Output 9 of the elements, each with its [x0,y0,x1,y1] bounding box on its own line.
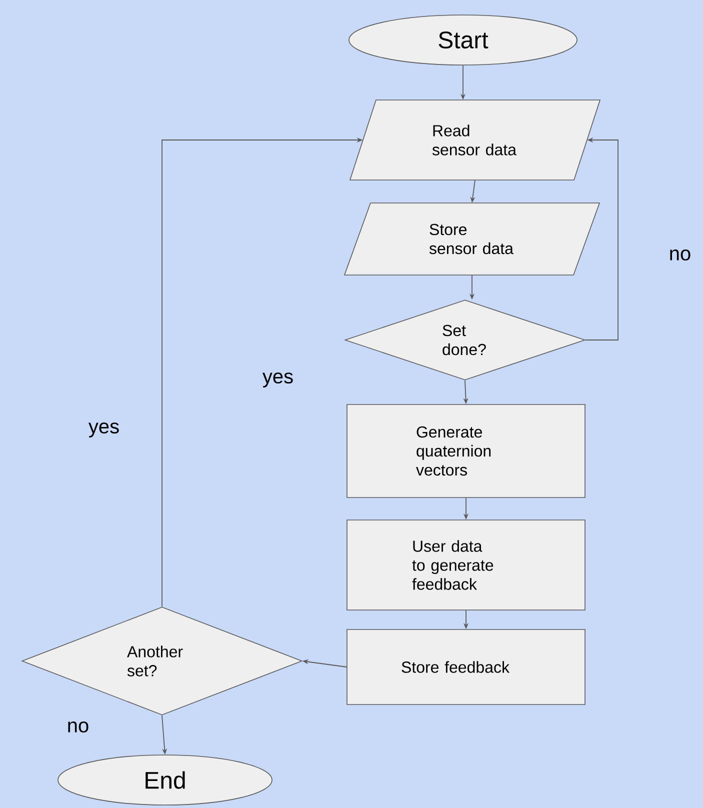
terminal-oval: Start [348,14,578,66]
edge-label: no [668,248,692,262]
edge-label: yes [87,422,121,438]
process-box: User data to generate feedback [346,520,586,610]
process-box: Store feedback [346,629,586,705]
edge-label: no [66,720,90,734]
process-box: Generate quaternion vectors [346,404,586,498]
label-text: yes [262,372,293,388]
terminal-oval: End [58,754,272,806]
